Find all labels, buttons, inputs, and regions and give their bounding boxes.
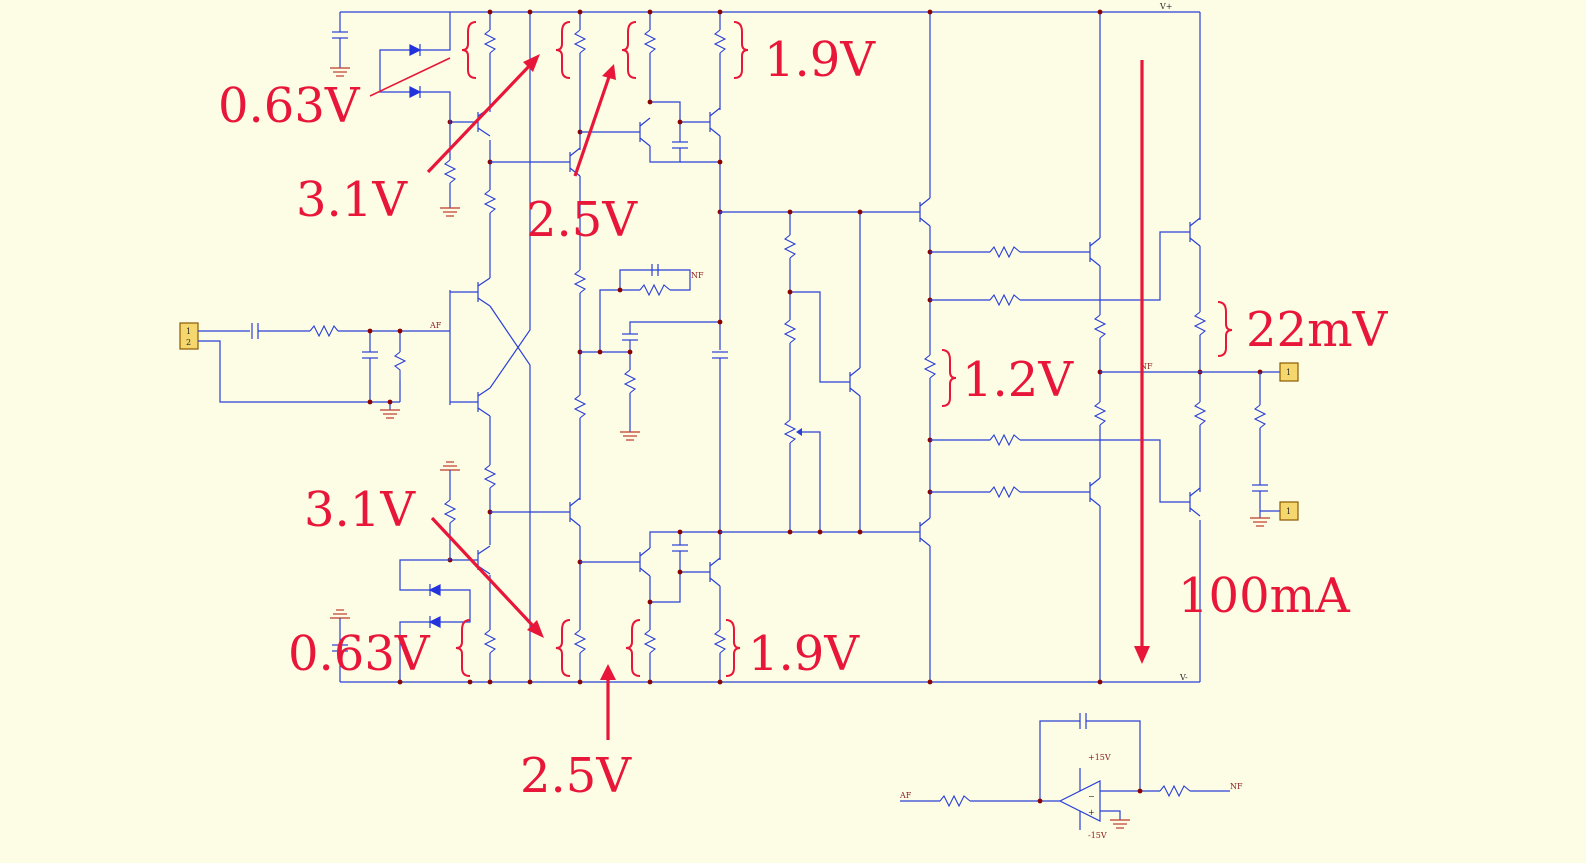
voltage-31-top: 3.1V (296, 172, 408, 228)
input-pin1: 1 (186, 327, 191, 336)
output-stage: NF 1 1 (919, 9, 1299, 685)
voltage-25-top: 2.5V (526, 192, 638, 248)
voltage-22mv: 22mV (1246, 302, 1389, 358)
input-resistor (309, 324, 339, 338)
input-ground (380, 409, 400, 419)
voltage-12: 1.2V (962, 352, 1074, 408)
output-port-bottom[interactable] (1279, 501, 1299, 521)
bottom-left-bias (330, 461, 473, 685)
opamp-plus: + (1088, 808, 1095, 817)
m15v-label: -15V (1088, 831, 1107, 840)
af-opamp-label: AF (899, 791, 912, 800)
bias-spreader (720, 209, 920, 535)
input-pin2: 2 (186, 338, 191, 347)
voltage-063-top: 0.63V (218, 78, 361, 134)
vas-stage: NF (490, 9, 720, 685)
nf-opamp-label: NF (1230, 782, 1243, 791)
voltage-25-bottom: 2.5V (520, 748, 632, 804)
nf-out-label: NF (1140, 362, 1153, 371)
output-port-bottom-label: 1 (1286, 507, 1291, 516)
vminus-label: V- (1179, 673, 1188, 682)
current-100ma: 100mA (1178, 568, 1351, 624)
input-section: 1 2 AF (179, 321, 450, 419)
p15v-label: +15V (1088, 753, 1111, 762)
nf-top-label: NF (691, 271, 704, 280)
mirror-top (580, 9, 727, 215)
input-connector[interactable] (179, 322, 199, 350)
top-left-bias (330, 12, 460, 217)
output-port-top-label: 1 (1286, 368, 1291, 377)
voltage-063-bottom: 0.63V (288, 626, 431, 682)
mirror-bottom (580, 212, 728, 685)
annotation-arrows (369, 54, 1150, 740)
diode-bottom-2 (428, 616, 441, 628)
voltage-19-bottom: 1.9V (748, 626, 860, 682)
vplus-label: V+ (1159, 2, 1172, 11)
voltage-31-bottom: 3.1V (304, 482, 416, 538)
supply-rails: V+ V- (340, 2, 1201, 683)
annotation-braces (455, 21, 1233, 677)
annotation-labels: 0.63V 3.1V 2.5V 1.9V 22mV 1.2V 3.1V 0.63… (218, 32, 1389, 804)
diode-top-1 (409, 44, 422, 56)
opamp-minus: − (1088, 792, 1095, 801)
output-port-top[interactable] (1279, 362, 1299, 382)
diode-bottom-1 (428, 584, 441, 596)
dc-servo: AF − + +15V -15V NF (899, 713, 1243, 840)
voltage-19-top: 1.9V (764, 32, 876, 88)
af-main-label: AF (429, 321, 442, 330)
input-stage (447, 9, 533, 685)
diode-top-2 (409, 86, 422, 98)
